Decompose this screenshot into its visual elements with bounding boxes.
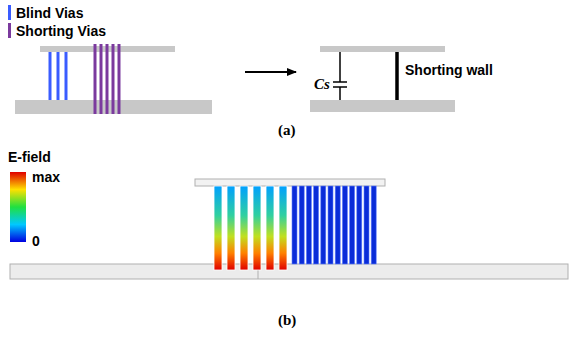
shorting-via [357,186,362,264]
shorting-via [292,186,297,264]
ground-plane [10,264,568,279]
shorting-via [364,186,369,264]
legend-swatch [8,5,11,20]
shorting-wall [395,52,399,100]
component-label: Cs [314,77,330,92]
blind-via [240,186,248,270]
legend-text: Shorting Vias [16,24,106,38]
color-bar [10,172,26,242]
colorbar-tick: max [32,170,60,184]
colorbar-tick: 0 [32,234,40,248]
shorting-via [371,186,376,264]
shorting-via [335,186,340,264]
panel-label: (a) [278,123,296,138]
capacitor-wire [339,87,341,100]
shorting-via [306,186,311,264]
shorting-via [314,186,319,264]
capacitor-plate [333,81,347,83]
blind-via [65,52,68,100]
via-group [50,44,119,114]
panel-label: (b) [278,313,296,328]
shorting-via [100,44,103,114]
shorting-via [112,44,115,114]
shorting-via [350,186,355,264]
shorting-via [94,44,97,114]
transform-arrow [245,71,296,73]
top-patch [195,179,385,186]
shorting-via [118,44,121,114]
capacitor-wire [339,52,341,82]
legend-text: Blind Vias [16,6,83,20]
blind-via [253,186,261,270]
part-label: Shorting wall [405,63,493,77]
shorting-via [342,186,347,264]
ground-plane [310,100,455,112]
via-group [214,186,376,270]
blind-via [266,186,274,270]
colorbar-title: E-field [8,150,51,164]
shorting-via [299,186,304,264]
blind-via [214,186,222,270]
shorting-via [328,186,333,264]
blind-via [49,52,52,100]
blind-via [57,52,60,100]
blind-via [279,186,287,270]
top-patch [320,46,445,52]
shorting-via [106,44,109,114]
shorting-via [321,186,326,264]
blind-via [227,186,235,270]
legend-swatch [8,23,11,38]
